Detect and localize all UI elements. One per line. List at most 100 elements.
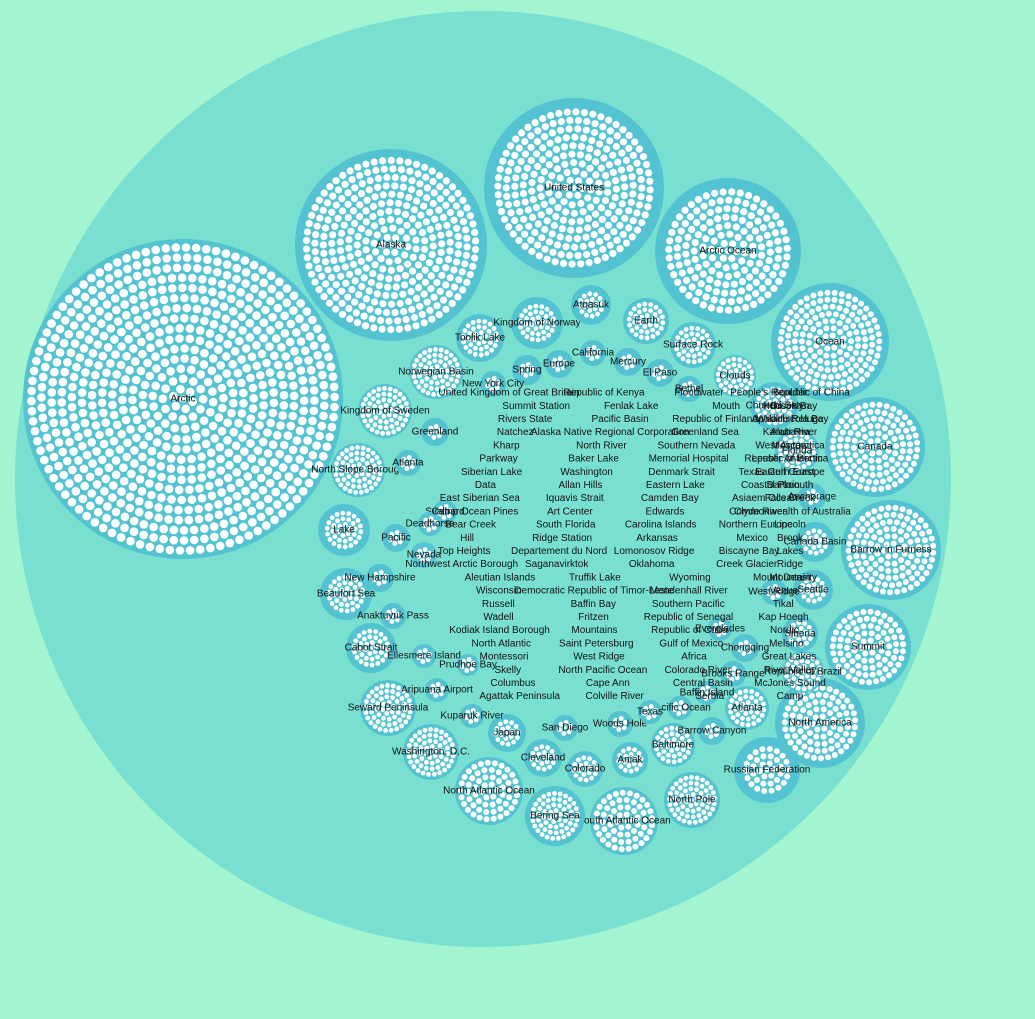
bubble[interactable]: Earth bbox=[623, 298, 669, 344]
dot bbox=[430, 189, 438, 197]
dot bbox=[749, 369, 754, 375]
dot bbox=[710, 806, 715, 812]
dot bbox=[311, 204, 319, 212]
dot bbox=[530, 170, 538, 178]
dot bbox=[381, 715, 386, 721]
dot bbox=[177, 475, 186, 485]
bubble[interactable]: Atqasuk bbox=[571, 285, 611, 325]
bubble[interactable]: Japan bbox=[488, 714, 526, 752]
dot bbox=[394, 199, 403, 207]
dot bbox=[812, 699, 819, 706]
dot bbox=[557, 797, 563, 803]
bubble[interactable]: Summit bbox=[825, 604, 911, 690]
dot bbox=[361, 402, 366, 407]
dot bbox=[417, 353, 423, 359]
dot bbox=[862, 470, 869, 477]
dot bbox=[836, 320, 843, 327]
dot bbox=[263, 428, 272, 437]
dot bbox=[750, 770, 757, 777]
dot bbox=[739, 389, 745, 394]
dot bbox=[433, 739, 438, 745]
dot bbox=[358, 302, 366, 310]
dot bbox=[427, 347, 433, 353]
dot bbox=[123, 264, 132, 274]
dot bbox=[152, 438, 162, 447]
dot bbox=[591, 128, 599, 137]
dot bbox=[374, 174, 382, 183]
dot bbox=[229, 526, 239, 536]
bubble[interactable]: Bering Sea bbox=[525, 786, 585, 846]
dot bbox=[446, 208, 454, 217]
dot bbox=[122, 311, 131, 320]
dot bbox=[284, 361, 294, 371]
dot bbox=[673, 252, 682, 261]
dot bbox=[489, 774, 496, 781]
dot bbox=[855, 405, 862, 412]
dot bbox=[561, 731, 567, 736]
dot bbox=[530, 330, 535, 336]
dot bbox=[334, 186, 343, 194]
dot bbox=[380, 225, 388, 234]
dot bbox=[238, 433, 247, 442]
dot bbox=[733, 197, 742, 205]
dot bbox=[706, 276, 714, 284]
bubble[interactable]: United States bbox=[484, 98, 664, 278]
bubble[interactable]: Aniak bbox=[612, 742, 648, 778]
bubble[interactable]: North America bbox=[775, 678, 865, 768]
dot bbox=[147, 446, 157, 456]
dot bbox=[336, 529, 341, 535]
dot bbox=[542, 809, 548, 814]
dot bbox=[402, 316, 410, 324]
dot bbox=[445, 751, 451, 757]
dot bbox=[432, 375, 438, 380]
bubble[interactable]: Baltimore bbox=[651, 723, 695, 767]
dot bbox=[803, 716, 810, 723]
dot bbox=[776, 219, 785, 227]
dot bbox=[650, 327, 655, 333]
bubble[interactable]: Barrow in Furness bbox=[841, 500, 941, 600]
bubble[interactable]: North Pole bbox=[664, 772, 720, 828]
bubble[interactable]: Lake bbox=[318, 504, 370, 556]
dot bbox=[754, 691, 760, 697]
dot bbox=[226, 378, 236, 388]
dot bbox=[172, 263, 182, 273]
bubble[interactable]: Clouds bbox=[714, 355, 756, 397]
dot bbox=[476, 806, 483, 813]
dot bbox=[187, 475, 197, 484]
dot bbox=[161, 244, 171, 253]
dot bbox=[913, 453, 920, 460]
bubble[interactable]: Atlanta bbox=[725, 686, 769, 730]
dot bbox=[865, 511, 872, 518]
dot bbox=[308, 270, 316, 278]
dot bbox=[273, 303, 283, 313]
dot bbox=[850, 710, 857, 717]
dot bbox=[784, 705, 791, 712]
dot bbox=[788, 699, 795, 706]
bubble[interactable]: Florida bbox=[775, 429, 819, 473]
bubble[interactable]: Ocean bbox=[771, 283, 889, 401]
dot bbox=[396, 299, 404, 308]
bubble[interactable]: Siberia bbox=[782, 616, 818, 652]
dot bbox=[125, 365, 134, 375]
dot bbox=[353, 638, 359, 643]
dot bbox=[749, 689, 755, 695]
dot bbox=[562, 134, 570, 142]
dot bbox=[218, 324, 228, 334]
dot bbox=[229, 398, 238, 408]
dot bbox=[676, 816, 682, 821]
dot bbox=[499, 157, 507, 165]
bubble[interactable]: Seattle bbox=[793, 570, 833, 610]
dot bbox=[644, 801, 651, 808]
dot bbox=[683, 775, 689, 781]
bubble[interactable]: Arctic Ocean bbox=[655, 178, 801, 324]
bubble[interactable]: Alaska bbox=[295, 149, 487, 341]
dot bbox=[835, 663, 842, 670]
dot bbox=[214, 510, 224, 520]
bubble[interactable]: Canada bbox=[825, 397, 925, 497]
dot bbox=[780, 397, 786, 402]
bubble[interactable]: Arctic bbox=[23, 239, 343, 559]
dot bbox=[593, 149, 601, 157]
dot bbox=[248, 518, 257, 527]
dot bbox=[668, 791, 673, 796]
bubble[interactable]: Spring bbox=[512, 355, 542, 385]
